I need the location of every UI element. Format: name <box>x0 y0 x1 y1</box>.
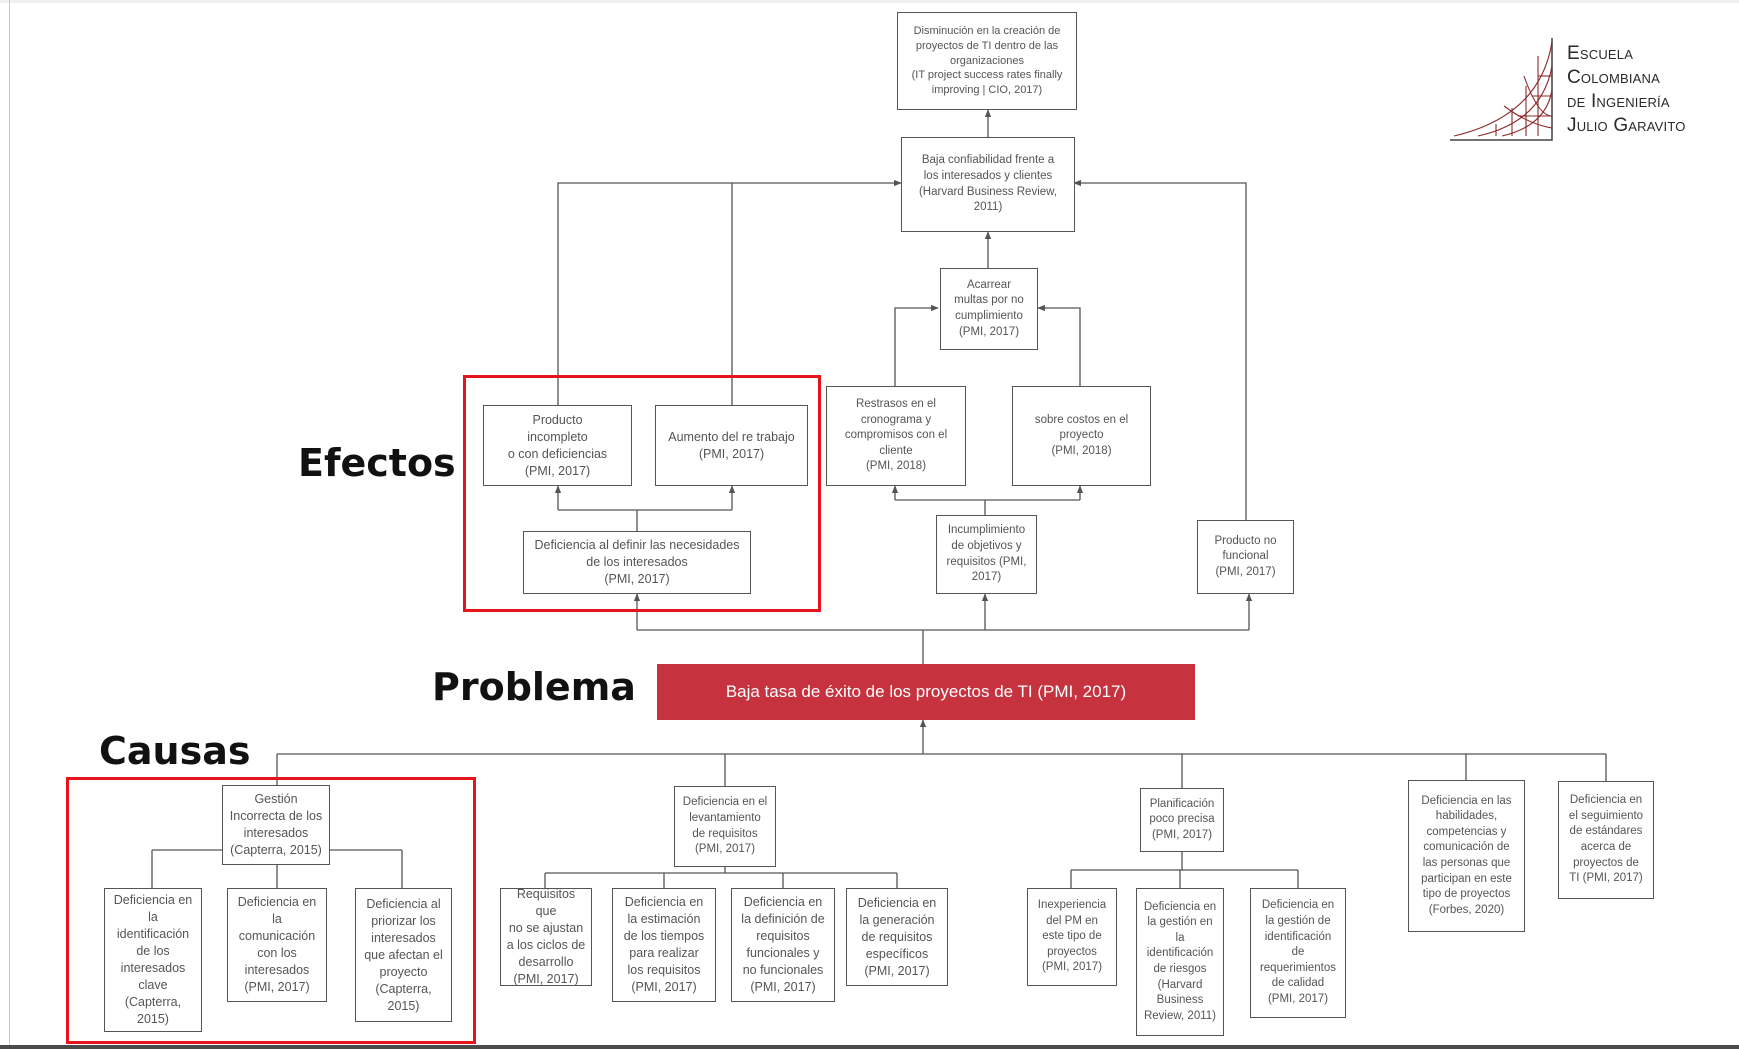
cause-levantamiento-child-4: Deficiencia en la generación de requisit… <box>846 888 948 986</box>
cause-levantamiento-child-2: Deficiencia en la estimación de los tiem… <box>612 888 716 1002</box>
cause-gestion-child-3: Deficiencia al priorizar los interesados… <box>355 888 452 1022</box>
cause-habilidades-box: Deficiencia en las habilidades, competen… <box>1408 780 1525 932</box>
cause-levantamiento-box: Deficiencia en el levantamiento de requi… <box>674 786 776 867</box>
cause-gestion-child-1: Deficiencia en la identificación de los … <box>104 888 202 1032</box>
efectos-highlight-frame <box>463 375 821 612</box>
cause-planificacion-child-3: Deficiencia en la gestión de identificac… <box>1250 888 1346 1018</box>
logo-line-4: Julio Garavito <box>1567 115 1686 136</box>
problem-box: Baja tasa de éxito de los proyectos de T… <box>657 664 1195 720</box>
effect-sobrecostos-box: sobre costos en el proyecto (PMI, 2018) <box>1012 386 1151 486</box>
cause-gestion-child-2: Deficiencia en la comunicación con los i… <box>227 888 327 1002</box>
cause-planificacion-child-2: Deficiencia en la gestión en la identifi… <box>1136 888 1224 1036</box>
effect-producto-no-funcional-box: Producto no funcional (PMI, 2017) <box>1197 520 1294 594</box>
logo-line-2: Colombiana <box>1567 67 1661 88</box>
escuela-logo-text: Escuela Colombiana de Ingeniería Julio G… <box>1567 42 1686 138</box>
cause-seguimiento-box: Deficiencia en el seguimiento de estánda… <box>1558 781 1654 899</box>
effect-multas-box: Acarrear multas por no cumplimiento (PMI… <box>940 268 1038 350</box>
left-edge <box>9 0 10 1049</box>
effect-retrasos-box: Restrasos en el cronograma y compromisos… <box>826 386 966 486</box>
top-edge <box>0 0 1739 3</box>
causas-highlight-frame <box>66 777 476 1044</box>
cause-gestion-box: Gestión Incorrecta de los interesados (C… <box>222 785 330 865</box>
cause-planificacion-child-1: Inexperiencia del PM en este tipo de pro… <box>1027 888 1117 986</box>
cause-planificacion-box: Planificación poco precisa (PMI, 2017) <box>1140 788 1224 852</box>
cause-levantamiento-child-1: Requisitos que no se ajustan a los ciclo… <box>500 887 592 986</box>
logo-line-1: Escuela <box>1567 43 1634 64</box>
logo-line-3: de Ingeniería <box>1567 91 1670 112</box>
effect-incumplimiento-box: Incumplimiento de objetivos y requisitos… <box>936 515 1037 594</box>
effect-deficiencia-definir-box: Deficiencia al definir las necesidades d… <box>523 531 751 594</box>
cause-levantamiento-child-3: Deficiencia en la definición de requisit… <box>731 888 835 1002</box>
escuela-logo-icon <box>1450 38 1553 141</box>
label-causas: Causas <box>99 729 251 773</box>
label-problema: Problema <box>432 665 636 709</box>
bottom-edge <box>0 1045 1739 1049</box>
effect-retrabajo-box: Aumento del re trabajo (PMI, 2017) <box>655 405 808 486</box>
label-efectos: Efectos <box>298 441 456 485</box>
effect-top-box: Disminución en la creación de proyectos … <box>897 12 1077 110</box>
effect-confianza-box: Baja confiabilidad frente a los interesa… <box>901 137 1075 232</box>
effect-producto-incompleto-box: Producto incompleto o con deficiencias (… <box>483 405 632 486</box>
